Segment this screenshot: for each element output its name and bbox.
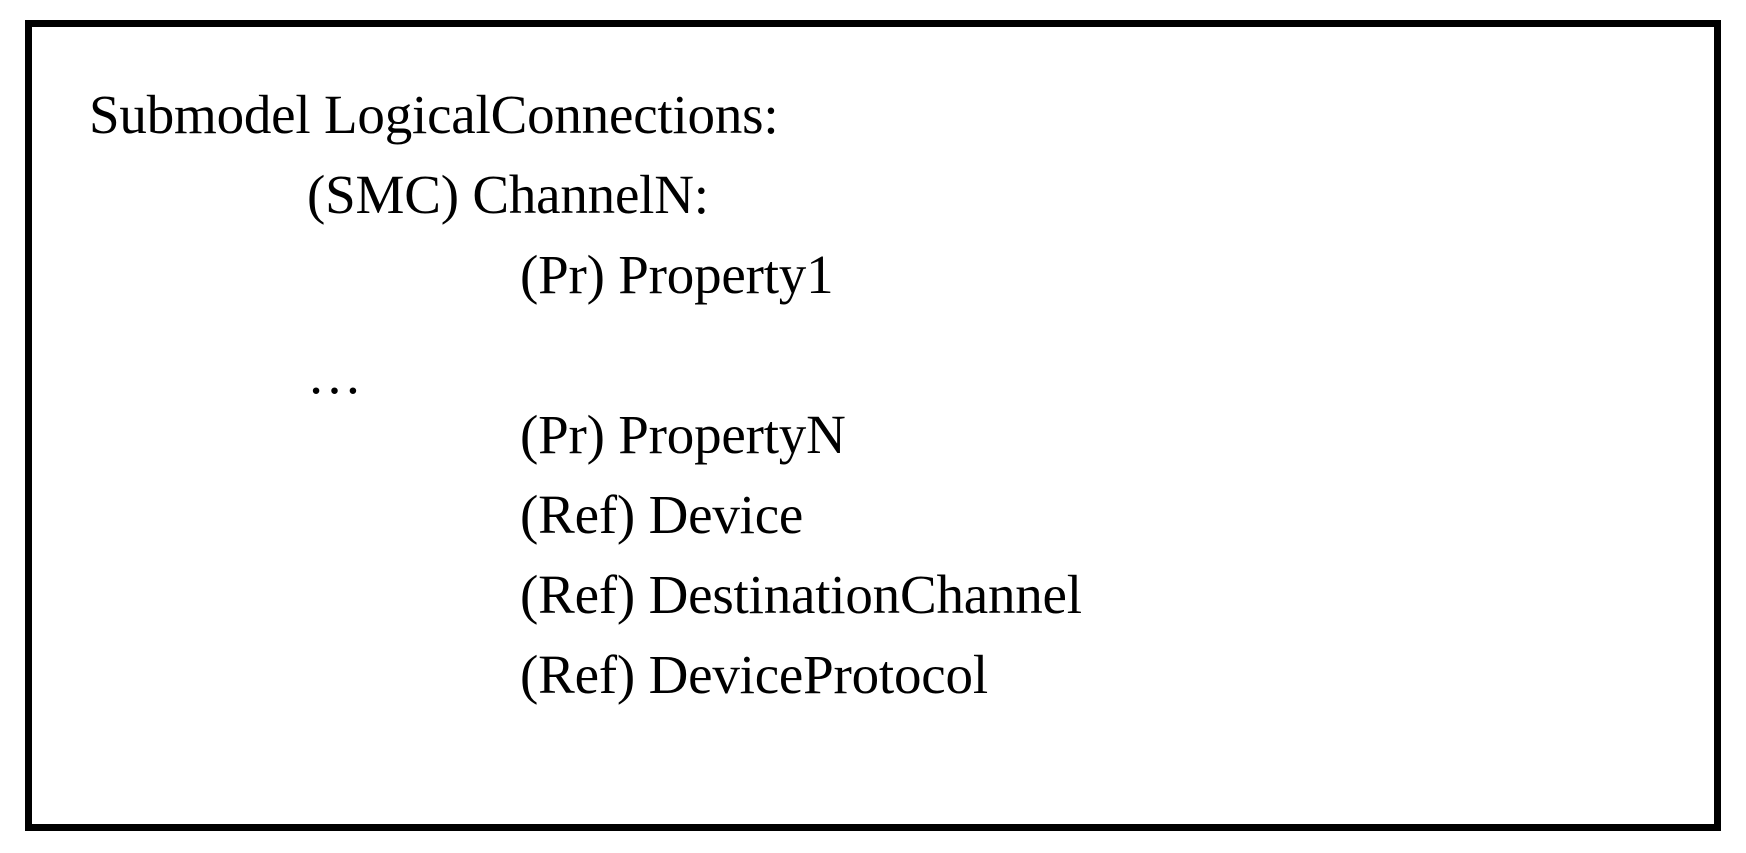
listing-line-ref-deviceprotocol: (Ref) DeviceProtocol xyxy=(520,644,988,705)
submodel-structure-listing: Submodel LogicalConnections: (SMC) Chann… xyxy=(32,27,1714,824)
listing-line-smc-channeln: (SMC) ChannelN: xyxy=(307,164,709,225)
listing-line-ref-device: (Ref) Device xyxy=(520,484,804,545)
figure-frame: Submodel LogicalConnections: (SMC) Chann… xyxy=(25,20,1721,831)
listing-line-ref-destinationchannel: (Ref) DestinationChannel xyxy=(520,564,1082,625)
listing-line-pr-propertyn: (Pr) PropertyN xyxy=(520,404,846,465)
listing-line-pr-property1: (Pr) Property1 xyxy=(520,244,834,305)
listing-line-ellipsis: … xyxy=(307,344,365,405)
listing-line-submodel-logicalconnections: Submodel LogicalConnections: xyxy=(89,84,779,145)
